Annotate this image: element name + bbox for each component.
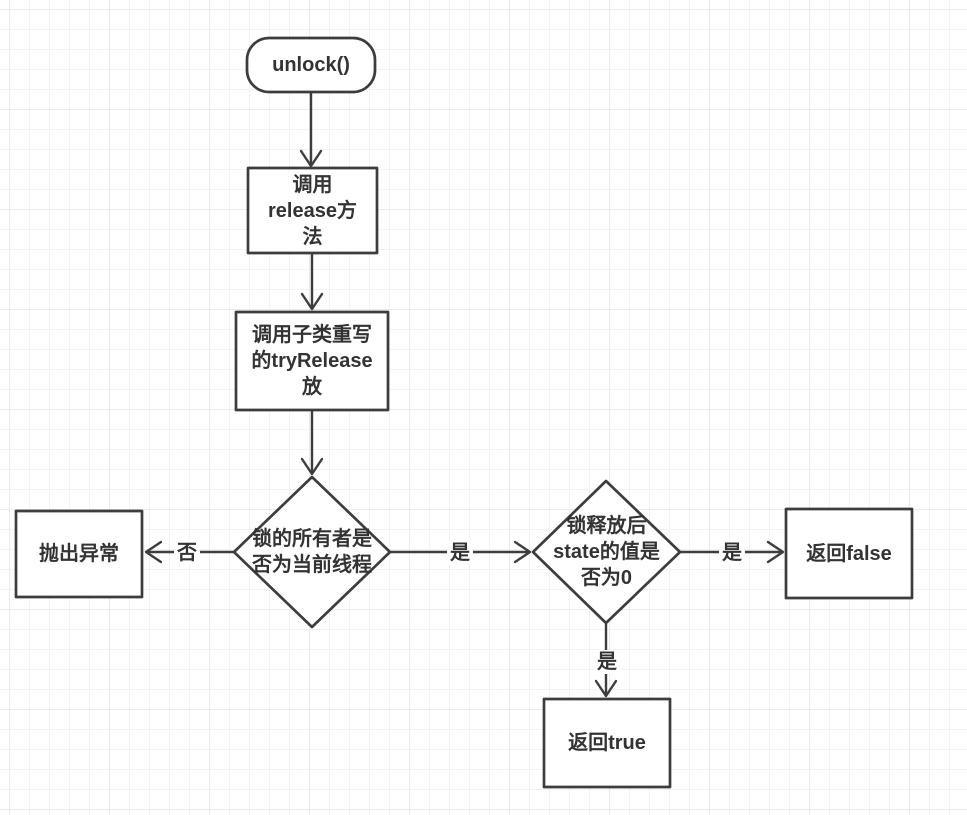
node-return-false[interactable]: 返回false bbox=[786, 509, 912, 598]
node-state-check-line: state的值是 bbox=[553, 541, 660, 563]
node-call-release-line: release方 bbox=[268, 199, 357, 222]
node-call-tryrelease-line: 调用子类重写 bbox=[252, 324, 372, 346]
process-shape-return-true bbox=[542, 697, 672, 789]
node-call-tryrelease[interactable]: 调用子类重写 的tryRelease 放 bbox=[236, 312, 388, 410]
node-call-release-line: 法 bbox=[302, 225, 323, 248]
edge-tryrelease-to-ownercheck bbox=[300, 408, 324, 476]
edge-label-yes-true[interactable]: 是 bbox=[594, 650, 620, 674]
process-shape-call-release bbox=[246, 166, 379, 255]
node-call-release-line: 调用 bbox=[292, 173, 333, 196]
edge-label-yes-false[interactable]: 是 bbox=[719, 541, 745, 565]
node-state-check-line: 否为0 bbox=[580, 567, 633, 589]
node-call-tryrelease-line: 放 bbox=[302, 376, 322, 398]
process-shape-call-tryrelease bbox=[234, 310, 390, 412]
process-shape-throw-exception bbox=[14, 509, 144, 599]
node-owner-check[interactable]: 锁的所有者是 否为当前线程 bbox=[234, 477, 390, 627]
node-unlock-label: unlock() bbox=[272, 54, 350, 76]
node-call-tryrelease-line: 的tryRelease bbox=[251, 350, 373, 372]
node-throw-exception-label: 抛出异常 bbox=[39, 543, 119, 565]
node-owner-check-line: 锁的所有者是 bbox=[252, 528, 372, 550]
node-unlock[interactable]: unlock() bbox=[247, 38, 375, 92]
process-shape-return-false bbox=[784, 507, 914, 600]
node-return-true[interactable]: 返回true bbox=[544, 699, 670, 787]
node-owner-check-line: 否为当前线程 bbox=[252, 554, 372, 576]
decision-shape-owner-check bbox=[232, 475, 392, 629]
node-call-release[interactable]: 调用 release方 法 bbox=[248, 168, 377, 253]
node-throw-exception[interactable]: 抛出异常 bbox=[16, 511, 142, 597]
node-return-false-label: 返回false bbox=[806, 542, 892, 565]
terminator-shape-unlock bbox=[245, 36, 377, 94]
node-return-true-label: 返回true bbox=[568, 732, 646, 754]
edge-label-yes-owner[interactable]: 是 bbox=[447, 541, 473, 565]
edge-start-to-release bbox=[299, 90, 323, 168]
edge-label-no[interactable]: 否 bbox=[174, 541, 200, 565]
node-state-check[interactable]: 锁释放后 state的值是 否为0 bbox=[533, 481, 680, 623]
decision-shape-state-check bbox=[531, 479, 682, 625]
node-state-check-line: 锁释放后 bbox=[566, 515, 647, 537]
edge-release-to-tryrelease bbox=[300, 251, 324, 311]
